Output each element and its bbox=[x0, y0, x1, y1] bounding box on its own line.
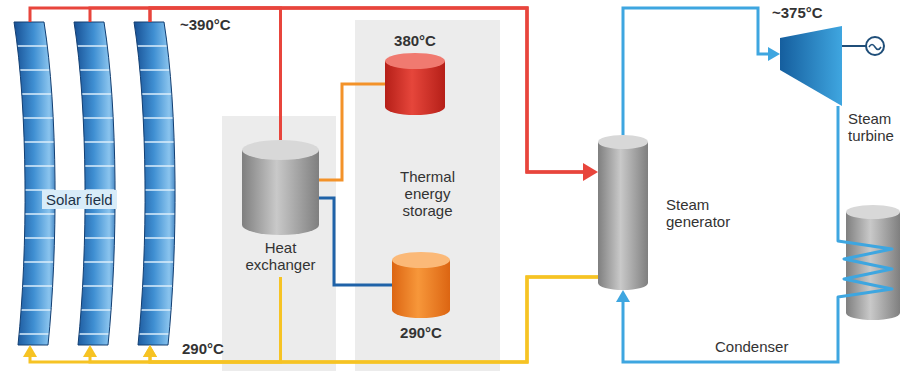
condenser-coil bbox=[838, 205, 892, 320]
cylinder-top bbox=[392, 252, 450, 268]
pipe-connector bbox=[150, 8, 281, 140]
pipe-line bbox=[30, 8, 589, 172]
cylinder-body bbox=[385, 61, 445, 115]
pipe-line bbox=[623, 297, 838, 362]
turbine-body bbox=[780, 26, 842, 106]
collector-mirrors bbox=[10, 22, 180, 345]
mirror-grid bbox=[10, 46, 180, 334]
text-group: Steam turbine bbox=[848, 110, 894, 144]
steam-generator-vessel bbox=[598, 135, 648, 290]
cylinder-top bbox=[242, 140, 319, 160]
generator-symbol bbox=[842, 37, 884, 55]
node-label: Condenser bbox=[715, 338, 788, 355]
pipe-line bbox=[150, 8, 589, 172]
hot-tank: 380°C bbox=[385, 32, 445, 115]
node-label: Heat exchanger bbox=[245, 239, 315, 273]
collector-outlines bbox=[14, 22, 175, 345]
text-group: Thermal energy storage bbox=[400, 168, 455, 219]
text-group: Steam generator bbox=[666, 196, 730, 230]
temperature-label: 290°C bbox=[182, 340, 224, 357]
solar-field: Solar field bbox=[10, 22, 180, 345]
pipe-connector bbox=[616, 290, 838, 362]
pipe-line bbox=[319, 84, 385, 180]
pipe-connector bbox=[143, 277, 281, 362]
arrow-head bbox=[83, 345, 97, 357]
pipe-line bbox=[150, 8, 281, 140]
cylinder-top bbox=[598, 135, 648, 149]
cylinder-body bbox=[392, 260, 450, 318]
node-label: Steam generator bbox=[666, 196, 730, 230]
pipe-connector bbox=[838, 106, 839, 205]
arrow-head bbox=[23, 345, 37, 357]
steam-turbine: Steam turbine bbox=[780, 26, 842, 106]
text-group: 290°C bbox=[392, 324, 450, 341]
label-slot: ~390°C bbox=[180, 16, 231, 33]
pipe-line bbox=[90, 277, 598, 362]
condenser: Condenser bbox=[830, 205, 900, 320]
pipe-line bbox=[30, 277, 598, 362]
pipe-connector bbox=[319, 84, 385, 180]
cylinder-body bbox=[598, 142, 648, 290]
pipe-connector bbox=[319, 198, 392, 285]
cylinder-top bbox=[846, 205, 900, 219]
arrow-head bbox=[768, 47, 780, 61]
pipe-connector bbox=[623, 8, 780, 135]
text-group: Solar field bbox=[42, 190, 117, 209]
temperature-label: ~390°C bbox=[180, 16, 231, 33]
pipe-connector bbox=[23, 277, 598, 362]
node-label: Thermal energy storage bbox=[400, 168, 455, 219]
turbine-symbol bbox=[780, 26, 842, 106]
text-group: Heat exchanger bbox=[245, 239, 315, 273]
heat-exchanger: Heat exchanger bbox=[242, 140, 319, 277]
cold-tank-vessel bbox=[392, 252, 450, 318]
storage-band: Thermal energy storage 380°C 290°C bbox=[355, 20, 500, 371]
heat-exchanger-vessel bbox=[242, 140, 319, 235]
temperature-label: ~375°C bbox=[772, 4, 823, 21]
storage-band-ground bbox=[355, 20, 500, 371]
label-slot: ~375°C bbox=[772, 4, 823, 21]
pipe-line bbox=[90, 8, 589, 172]
label-slot: 290°C bbox=[182, 340, 224, 357]
condenser-symbol bbox=[830, 205, 900, 320]
node-label: 380°C bbox=[385, 32, 445, 49]
cylinder-top bbox=[385, 53, 445, 69]
node-label: Steam turbine bbox=[848, 110, 894, 144]
node-label: Solar field bbox=[46, 191, 113, 208]
pipe-line bbox=[319, 198, 392, 285]
text-group: Condenser bbox=[715, 338, 788, 355]
pipe-line bbox=[150, 277, 281, 362]
pipe-line bbox=[837, 106, 840, 205]
pipe-line bbox=[623, 8, 773, 135]
cylinder-body bbox=[242, 150, 319, 235]
arrow-head bbox=[143, 345, 157, 357]
hot-tank-vessel bbox=[385, 53, 445, 115]
pipe-line bbox=[150, 277, 598, 362]
arrow-head bbox=[583, 163, 598, 181]
cold-tank: 290°C bbox=[392, 252, 450, 341]
arrow-head bbox=[616, 290, 630, 302]
arrow-head bbox=[143, 345, 157, 357]
text-group: 380°C bbox=[385, 32, 445, 49]
node-label: 290°C bbox=[392, 324, 450, 341]
steam-generator: Steam generator bbox=[598, 135, 730, 290]
